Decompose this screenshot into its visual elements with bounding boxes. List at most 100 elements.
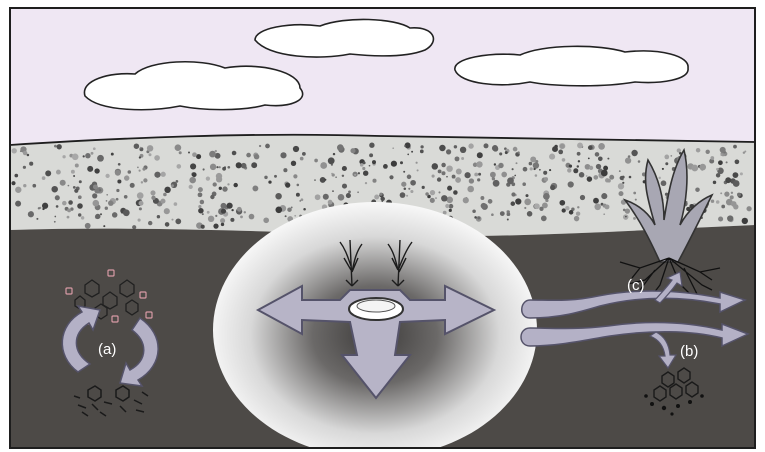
sediment-speckle bbox=[268, 180, 271, 183]
sediment-speckle bbox=[219, 187, 222, 190]
sediment-speckle bbox=[293, 174, 297, 178]
sediment-speckle bbox=[577, 152, 581, 156]
sediment-speckle bbox=[633, 192, 636, 195]
sediment-speckle bbox=[435, 197, 437, 199]
sediment-speckle bbox=[15, 187, 21, 193]
sediment-speckle bbox=[529, 162, 533, 166]
sediment-speckle bbox=[252, 185, 258, 191]
sediment-speckle bbox=[60, 180, 66, 186]
sediment-speckle bbox=[369, 143, 374, 148]
sediment-speckle bbox=[175, 219, 181, 225]
sediment-speckle bbox=[331, 164, 333, 166]
sediment-speckle bbox=[67, 208, 71, 212]
sediment-speckle bbox=[392, 147, 394, 149]
sediment-speckle bbox=[95, 214, 100, 219]
sediment-speckle bbox=[530, 167, 533, 170]
sediment-speckle bbox=[213, 223, 218, 228]
sediment-speckle bbox=[36, 218, 38, 220]
sediment-speckle bbox=[251, 162, 257, 168]
sediment-speckle bbox=[73, 186, 76, 189]
sediment-speckle bbox=[29, 162, 33, 166]
sediment-speckle bbox=[55, 195, 60, 200]
sediment-speckle bbox=[565, 206, 569, 210]
sediment-speckle bbox=[139, 207, 142, 210]
sediment-speckle bbox=[733, 145, 737, 149]
sediment-speckle bbox=[524, 207, 526, 209]
sediment-speckle bbox=[511, 201, 516, 206]
sediment-speckle bbox=[210, 164, 216, 170]
sediment-speckle bbox=[139, 156, 141, 158]
sediment-speckle bbox=[42, 203, 48, 209]
sediment-speckle bbox=[157, 215, 160, 218]
sediment-speckle bbox=[720, 154, 722, 156]
sediment-speckle bbox=[213, 182, 217, 186]
sediment-speckle bbox=[391, 161, 397, 167]
sediment-speckle bbox=[601, 193, 607, 199]
sediment-speckle bbox=[124, 195, 128, 199]
label-b: (b) bbox=[680, 343, 698, 360]
sediment-speckle bbox=[150, 190, 155, 195]
sediment-speckle bbox=[422, 186, 425, 189]
sediment-speckle bbox=[578, 160, 580, 162]
sediment-speckle bbox=[446, 176, 448, 178]
sediment-speckle bbox=[348, 191, 351, 194]
sediment-speckle bbox=[437, 177, 441, 181]
sediment-speckle bbox=[332, 190, 334, 192]
sediment-speckle bbox=[14, 174, 18, 178]
sediment-speckle bbox=[629, 176, 632, 179]
sediment-speckle bbox=[516, 162, 518, 164]
sediment-speckle bbox=[42, 176, 46, 180]
sediment-speckle bbox=[539, 169, 541, 171]
sediment-speckle bbox=[383, 164, 388, 169]
sediment-speckle bbox=[735, 159, 740, 164]
sediment-speckle bbox=[324, 179, 326, 181]
sediment-speckle bbox=[446, 165, 452, 171]
sediment-speckle bbox=[220, 218, 225, 223]
sediment-speckle bbox=[631, 150, 637, 156]
sediment-speckle bbox=[92, 193, 97, 198]
sediment-speckle bbox=[730, 195, 734, 199]
sediment-speckle bbox=[727, 215, 733, 221]
sediment-speckle bbox=[111, 153, 114, 156]
sediment-speckle bbox=[287, 207, 292, 212]
sediment-speckle bbox=[589, 166, 593, 170]
sediment-speckle bbox=[56, 170, 61, 175]
sediment-speckle bbox=[314, 159, 318, 163]
sediment-speckle bbox=[265, 144, 270, 149]
sediment-speckle bbox=[577, 206, 579, 208]
sediment-speckle bbox=[625, 157, 631, 163]
sediment-speckle bbox=[543, 171, 547, 175]
sediment-speckle bbox=[201, 225, 205, 229]
sediment-speckle bbox=[62, 201, 67, 206]
sediment-speckle bbox=[11, 181, 15, 185]
sediment-speckle bbox=[303, 208, 306, 211]
sediment-speckle bbox=[299, 200, 301, 202]
sediment-speckle bbox=[699, 164, 706, 171]
sediment-speckle bbox=[534, 203, 540, 209]
sediment-speckle bbox=[498, 163, 503, 168]
sediment-speckle bbox=[189, 185, 193, 189]
sediment-speckle bbox=[164, 208, 170, 214]
sediment-speckle bbox=[97, 155, 104, 162]
sediment-speckle bbox=[661, 180, 667, 186]
sediment-speckle bbox=[494, 163, 496, 165]
sediment-speckle bbox=[515, 198, 521, 204]
sediment-speckle bbox=[293, 146, 299, 152]
sediment-speckle bbox=[72, 153, 79, 160]
sediment-speckle bbox=[249, 214, 255, 220]
sediment-speckle bbox=[607, 158, 609, 160]
sediment-speckle bbox=[93, 184, 98, 189]
sediment-speckle bbox=[603, 213, 605, 215]
sediment-speckle bbox=[389, 175, 393, 179]
sediment-speckle bbox=[662, 168, 664, 170]
sediment-speckle bbox=[188, 152, 190, 154]
sediment-speckle bbox=[237, 207, 242, 212]
sediment-speckle bbox=[45, 170, 51, 176]
sediment-speckle bbox=[138, 219, 141, 222]
sediment-speckle bbox=[449, 209, 452, 212]
sediment-speckle bbox=[118, 163, 121, 166]
sediment-speckle bbox=[596, 164, 601, 169]
sediment-speckle bbox=[139, 201, 144, 206]
sediment-speckle bbox=[658, 177, 660, 179]
